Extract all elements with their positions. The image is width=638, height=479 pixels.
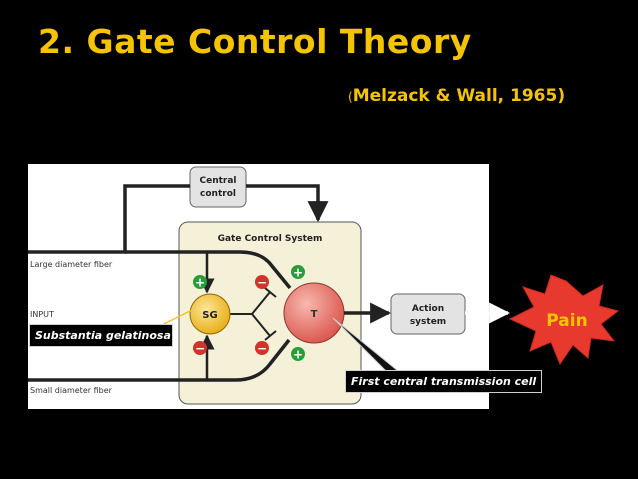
central-control-box	[189, 166, 247, 208]
plus-sign-t-top-text: +	[293, 266, 303, 280]
large-fiber-label: Large diameter fiber	[30, 260, 113, 269]
citation: (Melzack & Wall, 1965)	[348, 86, 565, 106]
minus-sign-sg-bottom-text: −	[195, 342, 205, 356]
plus-sign-sg-top-text: +	[195, 276, 205, 290]
central-control-label-2: control	[200, 189, 236, 199]
sg-cell	[189, 293, 231, 335]
small-fiber-label: Small diameter fiber	[30, 386, 113, 395]
plus-sign-t-bottom-text: +	[293, 348, 303, 362]
pain-label: Pain	[546, 311, 587, 331]
slide-title: 2. Gate Control Theory	[38, 22, 472, 61]
large-fiber-line	[28, 184, 190, 254]
plus-sign-sg-top: +	[193, 275, 207, 290]
callout-substantia-gelatinosa: Substantia gelatinosa	[29, 324, 173, 347]
action-system-box	[390, 293, 466, 335]
inhibit-bar-upper	[264, 287, 277, 298]
t-label: T	[311, 309, 318, 320]
citation-text: Melzack & Wall, 1965)	[352, 86, 566, 106]
action-system-label-2: system	[410, 317, 446, 327]
minus-sign-branch-lower: −	[255, 341, 269, 356]
small-fiber-line	[28, 338, 291, 382]
minus-sign-branch-lower-text: −	[257, 342, 267, 356]
citation-open-paren: (	[348, 90, 353, 104]
sg-label: SG	[202, 310, 217, 321]
minus-sign-sg-bottom: −	[193, 341, 207, 356]
sg-branch-lower	[251, 313, 271, 337]
callout-first-central-transmission-cell: First central transmission cell	[345, 370, 543, 393]
minus-sign-branch-upper: −	[255, 275, 269, 290]
plus-sign-t-bottom: +	[291, 347, 305, 362]
plus-sign-t-top: +	[291, 265, 305, 280]
callout-sg-pointer	[159, 309, 193, 327]
pain-burst	[508, 274, 620, 366]
gate-control-system-label: Gate Control System	[218, 234, 323, 244]
action-system-label-1: Action	[412, 304, 444, 314]
central-control-label-1: Central	[199, 176, 236, 186]
input-label: INPUT	[30, 310, 54, 319]
central-control-output	[246, 184, 329, 223]
minus-sign-branch-upper-text: −	[257, 276, 267, 290]
inhibit-bar-lower	[264, 330, 277, 341]
large-fiber-into-gate	[125, 250, 292, 290]
